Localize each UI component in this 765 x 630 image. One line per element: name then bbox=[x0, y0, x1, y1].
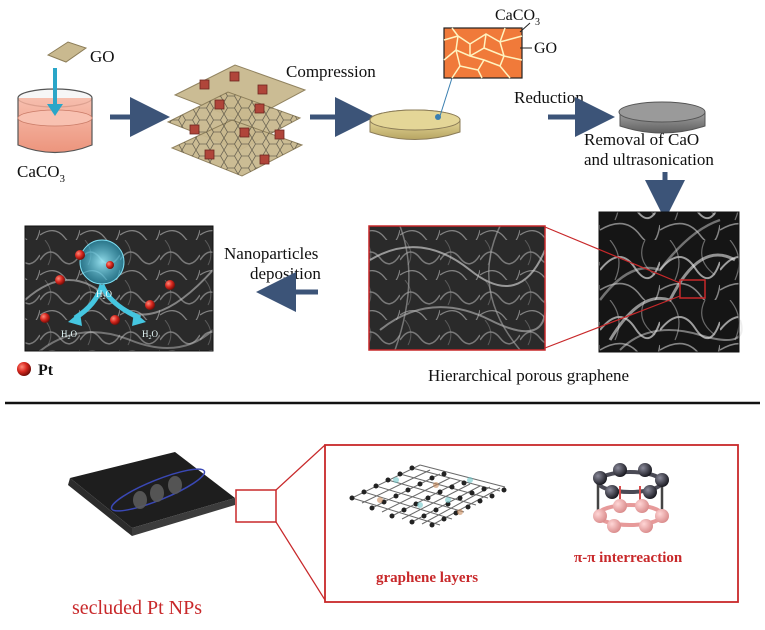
removal-label-line2: and ultrasonication bbox=[584, 150, 714, 169]
np-label-line1: Nanoparticles bbox=[224, 244, 318, 263]
pi-pi-label: π-π interreaction bbox=[574, 550, 683, 566]
zoom-box bbox=[679, 279, 706, 299]
h2o-bubble bbox=[79, 239, 125, 285]
zoom-line-upper bbox=[544, 226, 681, 284]
zoom-line-lower bbox=[544, 295, 681, 349]
caco3-label: CaCO3 bbox=[17, 162, 66, 185]
h2o-label-top: H2O bbox=[96, 289, 113, 301]
secluded-label: secluded Pt NPs bbox=[72, 597, 202, 619]
pt-legend-icon bbox=[17, 362, 31, 376]
porous-graphene-image bbox=[598, 211, 743, 353]
pt-legend-label: Pt bbox=[38, 362, 54, 379]
np-label-line2: deposition bbox=[250, 264, 321, 283]
zoom-detail-panel bbox=[324, 444, 739, 603]
h2o-label-left: H2O bbox=[61, 329, 78, 341]
reduction-label: Reduction bbox=[514, 88, 584, 107]
pi-pi-stacking-icon bbox=[593, 463, 669, 533]
graphene-layers-label: graphene layers bbox=[376, 570, 478, 586]
zoom-line bbox=[439, 77, 453, 117]
secluded-pt-surface-icon bbox=[68, 452, 235, 536]
caco3-grain-inset bbox=[443, 27, 523, 79]
zoomed-porous-graphene-image bbox=[368, 225, 547, 351]
inset-caco3-pointer bbox=[519, 22, 531, 33]
compression-label: Compression bbox=[286, 62, 376, 81]
beaker-icon bbox=[17, 68, 93, 154]
graphene-lattice-icon bbox=[349, 464, 507, 528]
removal-label-line1: Removal of CaO bbox=[584, 130, 699, 149]
surface-zoom-box bbox=[235, 489, 277, 523]
go-label: GO bbox=[90, 47, 115, 66]
reduced-disk-icon bbox=[618, 101, 706, 134]
surface-zoom-line-upper bbox=[275, 444, 326, 491]
inset-go-label: GO bbox=[534, 40, 557, 57]
inset-caco3-label: CaCO3 bbox=[495, 7, 540, 28]
surface-zoom-line-lower bbox=[275, 521, 326, 601]
go-flake-icon bbox=[46, 41, 88, 63]
hierarchical-label: Hierarchical porous graphene bbox=[428, 366, 629, 385]
pt-particles bbox=[40, 250, 175, 325]
h2o-label-right: H2O bbox=[142, 329, 159, 341]
pt-loaded-graphene-image: H2O H2O H2O bbox=[24, 225, 214, 352]
go-layers-with-caco3-icon bbox=[166, 64, 307, 177]
caco3-go-disk-icon bbox=[369, 109, 461, 140]
